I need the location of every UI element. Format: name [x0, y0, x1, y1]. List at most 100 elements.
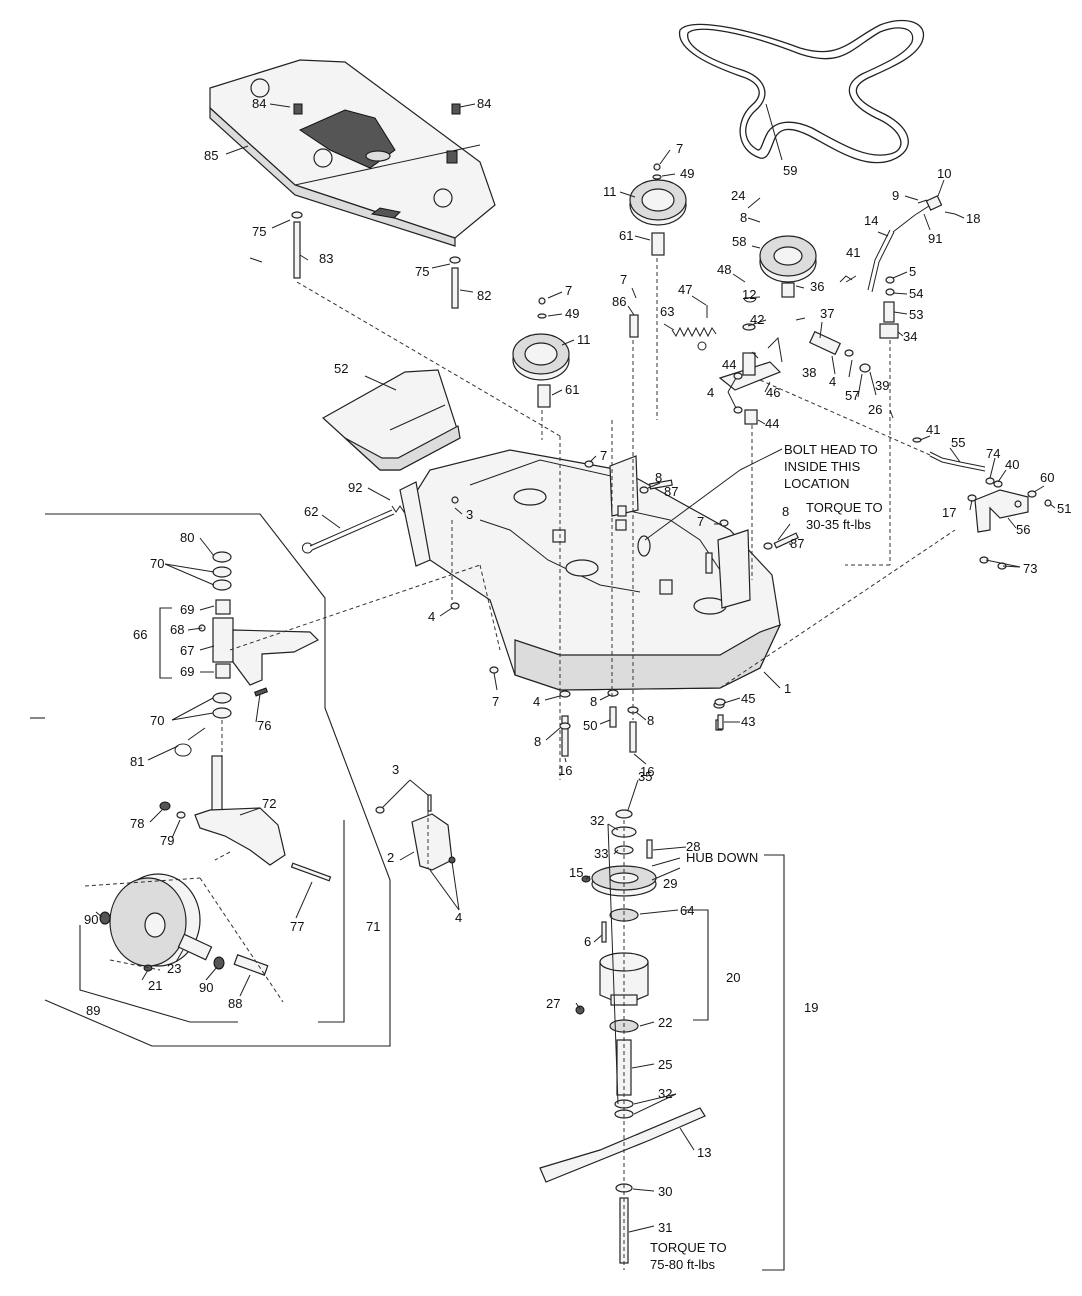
idler-pulley-arm — [718, 235, 842, 425]
part-labels: 84 84 85 75 83 75 82 7 49 11 59 61 24 8 … — [84, 96, 1071, 1235]
part-label: 49 — [680, 166, 694, 181]
part-label: 8 — [534, 734, 541, 749]
part-label: 64 — [680, 903, 694, 918]
deck-bracket — [411, 813, 456, 871]
part-label: 58 — [732, 234, 746, 249]
part-label: 61 — [619, 228, 633, 243]
part-label: 77 — [290, 919, 304, 934]
part-label: 60 — [1040, 470, 1054, 485]
part-label: 57 — [845, 388, 859, 403]
part-label: 25 — [658, 1057, 672, 1072]
part-label: 46 — [766, 385, 780, 400]
part-label: 85 — [204, 148, 218, 163]
part-label: 33 — [594, 846, 608, 861]
part-label: 73 — [1023, 561, 1037, 576]
part-label: 87 — [790, 536, 804, 551]
part-label: 8 — [782, 504, 789, 519]
part-label: 4 — [455, 910, 462, 925]
part-label: 16 — [558, 763, 572, 778]
part-label: 7 — [600, 448, 607, 463]
deck-cover — [209, 59, 496, 247]
part-label: 32 — [658, 1086, 672, 1101]
part-label: 75 — [252, 224, 266, 239]
part-label: 55 — [951, 435, 965, 450]
part-label: 86 — [612, 294, 626, 309]
part-label: 75 — [415, 264, 429, 279]
part-label: 51 — [1057, 501, 1071, 516]
part-label: 70 — [150, 556, 164, 571]
part-label: 82 — [477, 288, 491, 303]
part-label: 43 — [741, 714, 755, 729]
part-label: 54 — [909, 286, 923, 301]
part-label: 61 — [565, 382, 579, 397]
part-label: 3 — [466, 507, 473, 522]
part-label: 28 — [686, 839, 700, 854]
part-label: 3 — [392, 762, 399, 777]
discharge-chute — [321, 369, 461, 471]
part-label: 21 — [148, 978, 162, 993]
part-label: 2 — [387, 850, 394, 865]
part-label: 7 — [697, 514, 704, 529]
part-label: 45 — [741, 691, 755, 706]
part-label: 11 — [577, 332, 591, 347]
part-label: 31 — [658, 1220, 672, 1235]
part-label: 42 — [750, 312, 764, 327]
part-label: 88 — [228, 996, 242, 1011]
part-label: 41 — [846, 245, 860, 260]
part-label: 12 — [742, 287, 756, 302]
tension-spring — [671, 305, 717, 351]
part-label: 92 — [348, 480, 362, 495]
part-label: 17 — [942, 505, 956, 520]
part-label: 16 — [640, 764, 654, 779]
part-label: 20 — [726, 970, 740, 985]
hub-down-note: HUB DOWN — [686, 850, 758, 865]
drive-belt — [679, 19, 925, 164]
part-label: 90 — [84, 912, 98, 927]
part-label: 4 — [829, 374, 836, 389]
leader-lines — [84, 103, 1056, 1270]
part-label: 70 — [150, 713, 164, 728]
part-label: 80 — [180, 530, 194, 545]
part-label: 18 — [966, 211, 980, 226]
part-label: 13 — [697, 1145, 711, 1160]
part-label: 44 — [765, 416, 779, 431]
part-label: 71 — [366, 919, 380, 934]
part-label: 90 — [199, 980, 213, 995]
part-label: 52 — [334, 361, 348, 376]
caster-assembly — [99, 551, 332, 976]
part-label: 56 — [1016, 522, 1030, 537]
linkage-bracket — [974, 489, 1029, 533]
part-label: 11 — [603, 184, 617, 199]
part-label: 7 — [620, 272, 627, 287]
part-label: 72 — [262, 796, 276, 811]
part-label: 8 — [590, 694, 597, 709]
part-label: 4 — [707, 385, 714, 400]
part-label: 66 — [133, 627, 147, 642]
part-label: 24 — [731, 188, 745, 203]
part-label: 34 — [903, 329, 917, 344]
part-label: 76 — [257, 718, 271, 733]
bolt-head-note-line2: INSIDE THIS — [784, 459, 861, 474]
blade-torque-note-line1: TORQUE TO — [650, 1240, 727, 1255]
part-label: 40 — [1005, 457, 1019, 472]
part-label: 63 — [660, 304, 674, 319]
part-label: 8 — [740, 210, 747, 225]
part-label: 83 — [319, 251, 333, 266]
spindle-assembly — [539, 809, 706, 1264]
deck-torque-note-line2: 30-35 ft-lbs — [806, 517, 872, 532]
part-label: 9 — [892, 188, 899, 203]
height-lever-linkage — [839, 195, 956, 293]
part-label: 69 — [180, 664, 194, 679]
part-label: 7 — [492, 694, 499, 709]
part-label: 59 — [783, 163, 797, 178]
part-label: 41 — [926, 422, 940, 437]
linkage-rod — [929, 451, 986, 472]
part-label: 4 — [428, 609, 435, 624]
part-label: 6 — [584, 934, 591, 949]
idler-pulley-upper — [629, 163, 687, 256]
part-label: 4 — [533, 694, 540, 709]
blade-torque-note-line2: 75-80 ft-lbs — [650, 1257, 716, 1272]
part-label: 35 — [638, 769, 652, 784]
spindle-rod — [629, 314, 639, 338]
